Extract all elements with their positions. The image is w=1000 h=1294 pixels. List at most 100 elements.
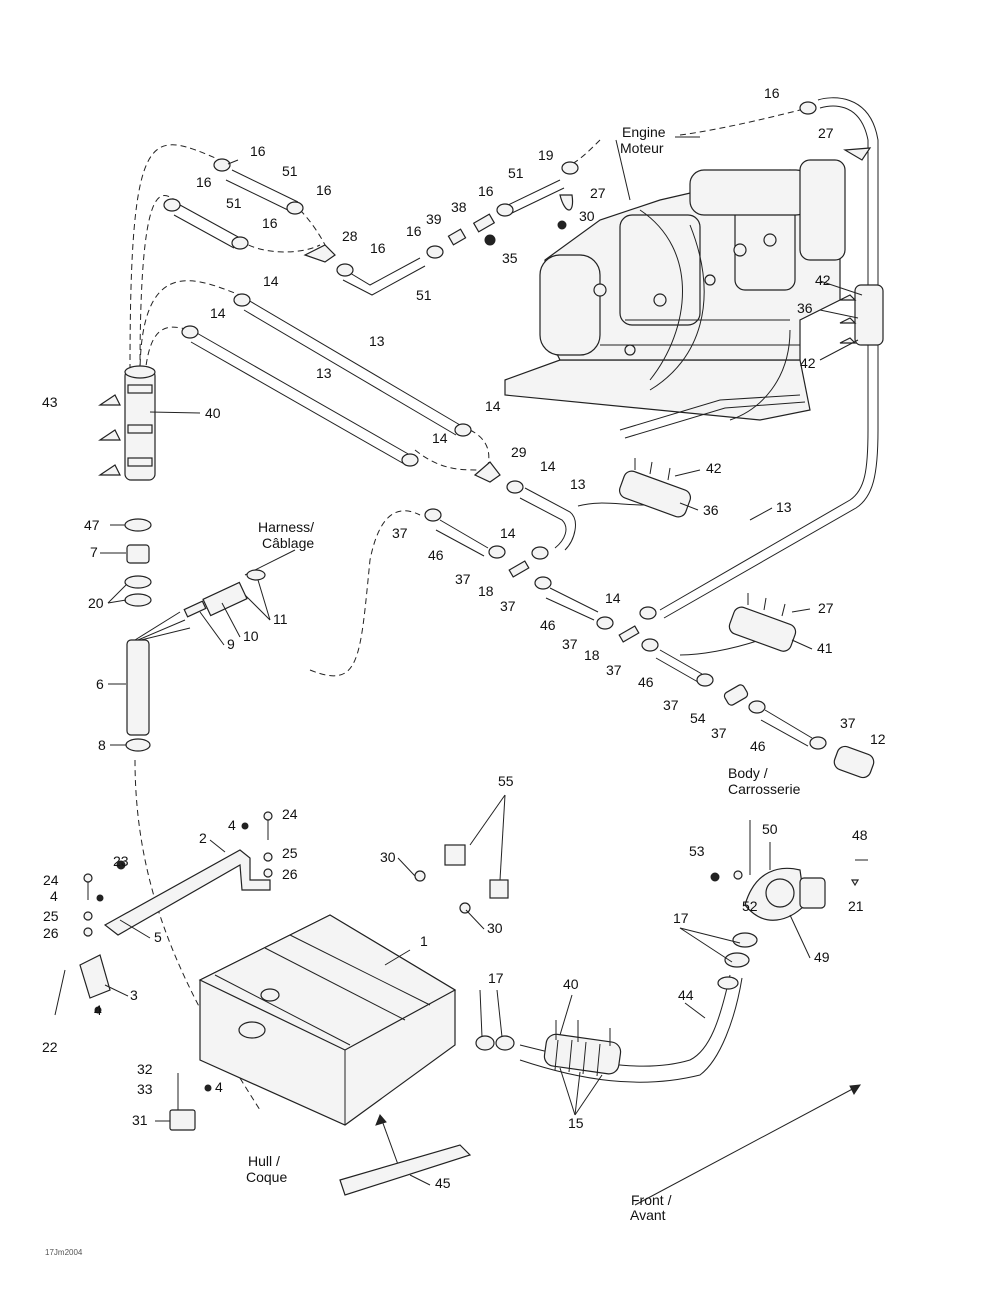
callout-16: 16 [316,182,332,198]
callout-17: 17 [488,970,504,986]
callout-16: 16 [478,183,494,199]
callout-25: 25 [43,908,59,924]
label-engine: Engine [622,124,666,140]
callout-21: 21 [848,898,864,914]
callout-37: 37 [840,715,856,731]
leader-lines [100,159,863,1186]
label-hull: Hull / [248,1153,280,1169]
callout-29: 29 [511,444,527,460]
callout-4: 4 [215,1079,223,1095]
callout-23: 23 [113,853,129,869]
label-harness: Harness/ [258,519,314,535]
callout-16: 16 [370,240,386,256]
callout-14: 14 [432,430,448,446]
callout-11: 11 [273,611,288,627]
callout-22: 22 [42,1039,58,1055]
callout-47: 47 [84,517,100,533]
callout-30: 30 [380,849,396,865]
callout-35: 35 [502,250,518,266]
callout-51: 51 [226,195,242,211]
callout-37: 37 [711,725,727,741]
callout-6: 6 [96,676,104,692]
callouts: 16 27 16 51 16 16 51 16 28 16 51 19 51 1… [42,85,886,1191]
callout-46: 46 [750,738,766,754]
callout-28: 28 [342,228,358,244]
callout-15: 15 [568,1115,584,1131]
callout-46: 46 [428,547,444,563]
callout-13: 13 [776,499,792,515]
callout-18: 18 [584,647,600,663]
manifolds [98,284,884,652]
callout-14: 14 [605,590,621,606]
callout-25: 25 [282,845,298,861]
callout-4: 4 [50,888,58,904]
callout-37: 37 [562,636,578,652]
clamps-and-fittings [163,101,875,779]
fuel-tank [54,811,509,1196]
callout-55: 55 [498,773,514,789]
callout-27: 27 [818,600,834,616]
callout-32: 32 [137,1061,153,1077]
label-body: Body / [728,765,768,781]
callout-30: 30 [487,920,503,936]
callout-13: 13 [369,333,385,349]
label-cablage: Câblage [262,535,314,551]
callout-51: 51 [282,163,298,179]
callout-16: 16 [262,215,278,231]
callout-37: 37 [455,571,471,587]
callout-14: 14 [485,398,501,414]
callout-16: 16 [764,85,780,101]
callout-24: 24 [282,806,298,822]
callout-38: 38 [451,199,467,215]
footer-code: 17Jm2004 [45,1248,83,1257]
filler-neck [475,820,868,1083]
callout-42: 42 [800,355,816,371]
callout-46: 46 [638,674,654,690]
callout-37: 37 [606,662,622,678]
callout-10: 10 [243,628,259,644]
callout-24: 24 [43,872,59,888]
label-avant: Avant [630,1207,666,1223]
callout-1: 1 [420,933,428,949]
callout-27: 27 [818,125,834,141]
callout-4: 4 [94,1002,102,1018]
callout-13: 13 [570,476,586,492]
callout-16: 16 [406,223,422,239]
label-moteur: Moteur [620,140,664,156]
callout-37: 37 [500,598,516,614]
callout-36: 36 [703,502,719,518]
callout-33: 33 [137,1081,153,1097]
callout-52: 52 [742,898,758,914]
label-front: Front / [631,1192,672,1208]
callout-54: 54 [690,710,706,726]
callout-26: 26 [282,866,298,882]
callout-14: 14 [210,305,226,321]
callout-5: 5 [154,929,162,945]
callout-2: 2 [199,830,207,846]
label-carrosserie: Carrosserie [728,781,801,797]
callout-3: 3 [130,987,138,1003]
callout-53: 53 [689,843,705,859]
callout-37: 37 [663,697,679,713]
callout-27: 27 [590,185,606,201]
section-labels: Engine Moteur Harness/ Câblage Body / Ca… [45,124,801,1257]
callout-31: 31 [132,1112,148,1128]
callout-20: 20 [88,595,104,611]
callout-40: 40 [205,405,221,421]
callout-14: 14 [263,273,279,289]
callout-39: 39 [426,211,442,227]
callout-4: 4 [228,817,236,833]
callout-16: 16 [250,143,266,159]
callout-49: 49 [814,949,830,965]
engine-illustration [504,159,846,439]
callout-42: 42 [815,272,831,288]
callout-14: 14 [540,458,556,474]
callout-8: 8 [98,737,106,753]
callout-45: 45 [435,1175,451,1191]
callout-44: 44 [678,987,694,1003]
callout-36: 36 [797,300,813,316]
callout-18: 18 [478,583,494,599]
callout-19: 19 [538,147,554,163]
callout-14: 14 [500,525,516,541]
